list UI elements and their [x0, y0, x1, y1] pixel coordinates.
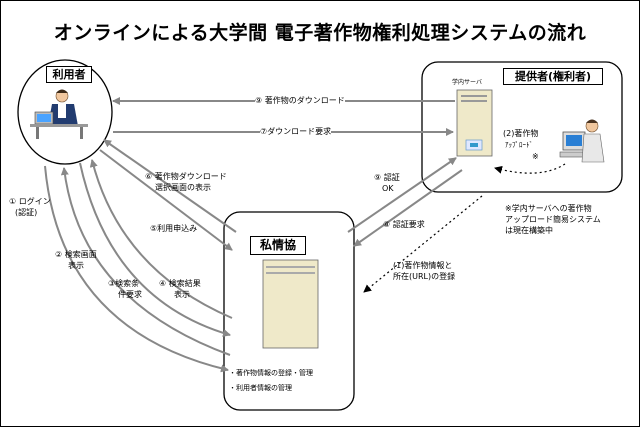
provider-person-icon: [559, 119, 605, 163]
label-a3-1: ③検索条: [108, 279, 140, 288]
label-upload-1: (2)著作物: [503, 129, 539, 138]
private-box: [223, 211, 355, 411]
server-label: 学内サーバ: [452, 79, 482, 86]
label-a6-1: ⑥ 著作物ダウンロード: [145, 172, 227, 181]
label-registration-2: 所在(URL)の登録: [393, 272, 456, 281]
label-a5: ⑤利用申込み: [150, 224, 198, 233]
label-a1-1: ① ログイン: [9, 197, 51, 206]
label-a2-1: ② 検索画面: [55, 250, 97, 259]
user-person-icon: [30, 89, 88, 139]
label-a7: ⑦ダウンロード要求: [260, 126, 332, 137]
arrow-search-screen: [60, 167, 231, 356]
arrow-search-results: [89, 159, 233, 319]
label-a9: ⑨ 著作物のダウンロード: [255, 95, 345, 106]
label-a4-1: ④ 検索結果: [159, 279, 201, 288]
label-a2-2: 表示: [68, 261, 84, 270]
label-a4-2: 表示: [174, 290, 190, 299]
arrow-registration: [363, 195, 483, 293]
arrow-auth-request: [353, 169, 463, 247]
label-upload-mark: ※: [532, 152, 539, 161]
private-label: 私情協: [250, 236, 306, 255]
user-label: 利用者: [46, 66, 92, 83]
private-assoc-server-icon: [262, 259, 319, 349]
bullet-works-info: ・著作物情報の登録・管理: [229, 369, 313, 377]
provider-label: 提供者(権利者): [503, 68, 603, 85]
label-a3-2: 件要求: [118, 290, 142, 299]
arrow-upload: [494, 163, 566, 174]
user-circle: [17, 59, 113, 165]
label-auth-ok-2: OK: [382, 184, 394, 193]
diagram-title: オンラインによる大学間 電子著作物権利処理システムの流れ: [53, 22, 587, 44]
university-server-icon: [456, 89, 493, 157]
label-auth-ok-1: ⑨ 認証: [374, 173, 400, 182]
label-auth-request: ⑧ 認証要求: [383, 220, 425, 229]
arrow-apply: [99, 149, 233, 251]
label-a6-2: 選択画面の表示: [155, 183, 211, 192]
label-registration-1: (1)著作物情報と: [393, 261, 453, 270]
label-upload-2: ｱｯﾌﾟﾛｰﾄﾞ: [505, 141, 533, 149]
label-a1-2: (認証): [15, 208, 38, 217]
arrow-select-screen: [103, 139, 237, 233]
provider-box: [421, 61, 623, 193]
arrow-search-conditions: [79, 162, 231, 337]
arrow-auth-ok: [347, 157, 457, 233]
note-line-1: ※学内サーバへの著作物: [505, 204, 592, 213]
arrow-login: [44, 165, 229, 373]
note-line-3: は現在構築中: [505, 226, 553, 235]
bullet-user-info: ・利用者情報の管理: [229, 384, 292, 392]
note-line-2: アップロード簡易システム: [505, 215, 601, 224]
